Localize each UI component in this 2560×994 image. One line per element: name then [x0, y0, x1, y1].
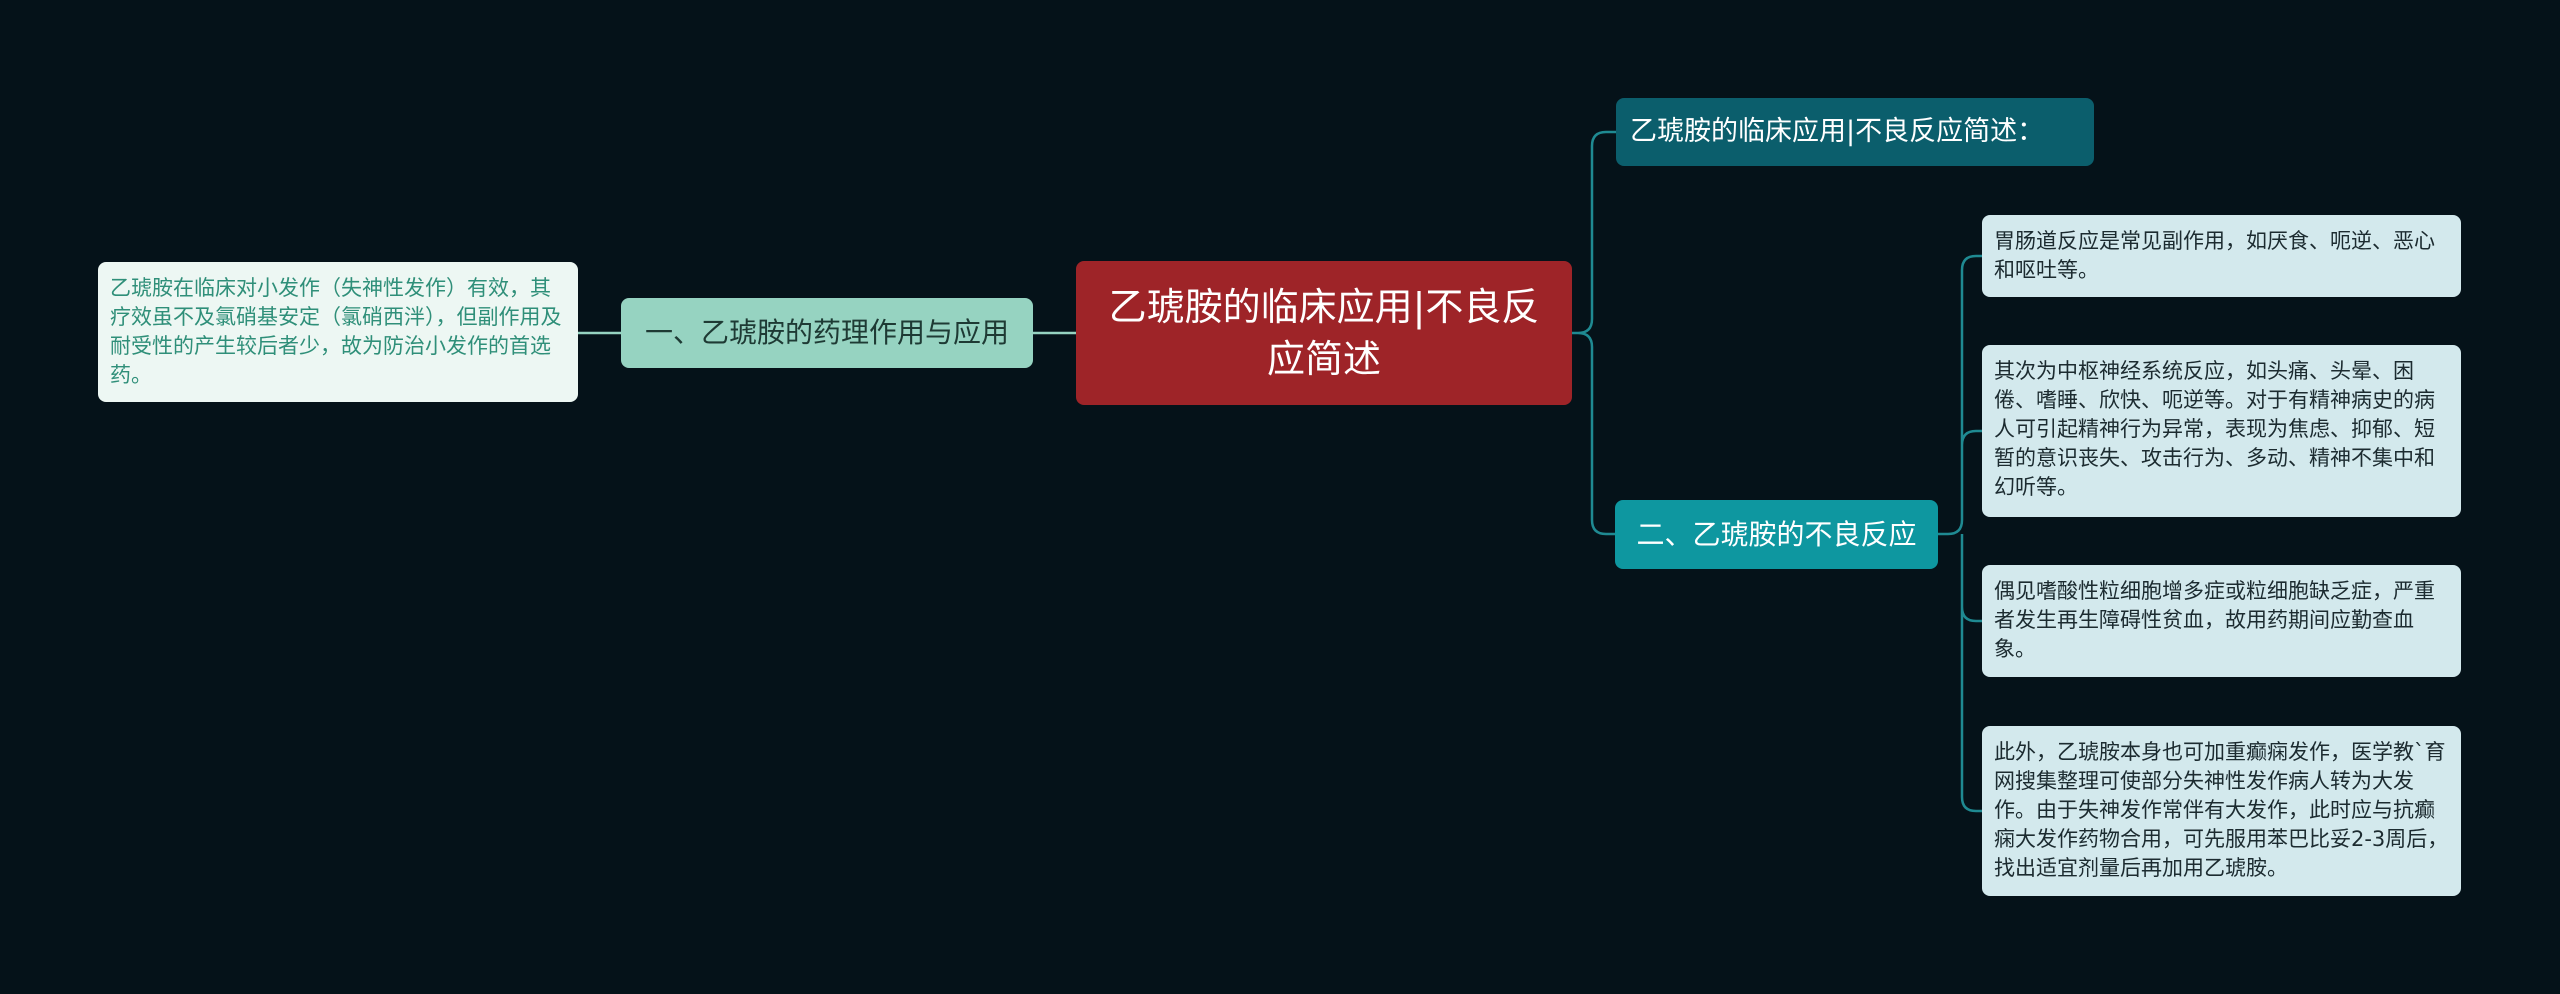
connector-root-right [1572, 130, 1616, 536]
leaf-adverse-text: 胃肠道反应是常见副作用，如厌食、呃逆、恶心和呕吐等。 [1994, 229, 2435, 282]
leaf-adverse-cns[interactable]: 其次为中枢神经系统反应，如头痛、头晕、困倦、嗜睡、欣快、呃逆等。对于有精神病史的… [1982, 345, 2461, 517]
branch-pharmacology[interactable]: 一、乙琥胺的药理作用与应用 [621, 298, 1033, 368]
branch-summary-text: 乙琥胺的临床应用|不良反应简述： [1630, 116, 2045, 147]
connector-branch2-leaves [1938, 254, 1982, 813]
leaf-pharmacology-detail[interactable]: 乙琥胺在临床对小发作（失神性发作）有效，其疗效虽不及氯硝基安定（氯硝西泮），但副… [98, 262, 578, 402]
leaf-adverse-text: 此外，乙琥胺本身也可加重癫痫发作，医学教`育网搜集整理可使部分失神性发作病人转为… [1994, 740, 2449, 880]
branch-adverse-reactions[interactable]: 二、乙琥胺的不良反应 [1615, 500, 1938, 569]
root-topic[interactable]: 乙琥胺的临床应用|不良反应简述 [1076, 261, 1572, 405]
leaf-adverse-text: 偶见嗜酸性粒细胞增多症或粒细胞缺乏症，严重者发生再生障碍性贫血，故用药期间应勤查… [1994, 579, 2435, 661]
leaf-adverse-gastrointestinal[interactable]: 胃肠道反应是常见副作用，如厌食、呃逆、恶心和呕吐等。 [1982, 215, 2461, 297]
leaf-adverse-seizure[interactable]: 此外，乙琥胺本身也可加重癫痫发作，医学教`育网搜集整理可使部分失神性发作病人转为… [1982, 726, 2461, 896]
leaf-adverse-text: 其次为中枢神经系统反应，如头痛、头晕、困倦、嗜睡、欣快、呃逆等。对于有精神病史的… [1994, 359, 2435, 499]
branch-adverse-reactions-text: 二、乙琥胺的不良反应 [1636, 518, 1917, 551]
branch-summary[interactable]: 乙琥胺的临床应用|不良反应简述： [1616, 98, 2094, 166]
branch-pharmacology-text: 一、乙琥胺的药理作用与应用 [644, 316, 1009, 349]
leaf-pharmacology-text: 乙琥胺在临床对小发作（失神性发作）有效，其疗效虽不及氯硝基安定（氯硝西泮），但副… [110, 276, 562, 387]
leaf-adverse-blood[interactable]: 偶见嗜酸性粒细胞增多症或粒细胞缺乏症，严重者发生再生障碍性贫血，故用药期间应勤查… [1982, 565, 2461, 677]
root-topic-text: 乙琥胺的临床应用|不良反应简述 [1108, 285, 1540, 381]
